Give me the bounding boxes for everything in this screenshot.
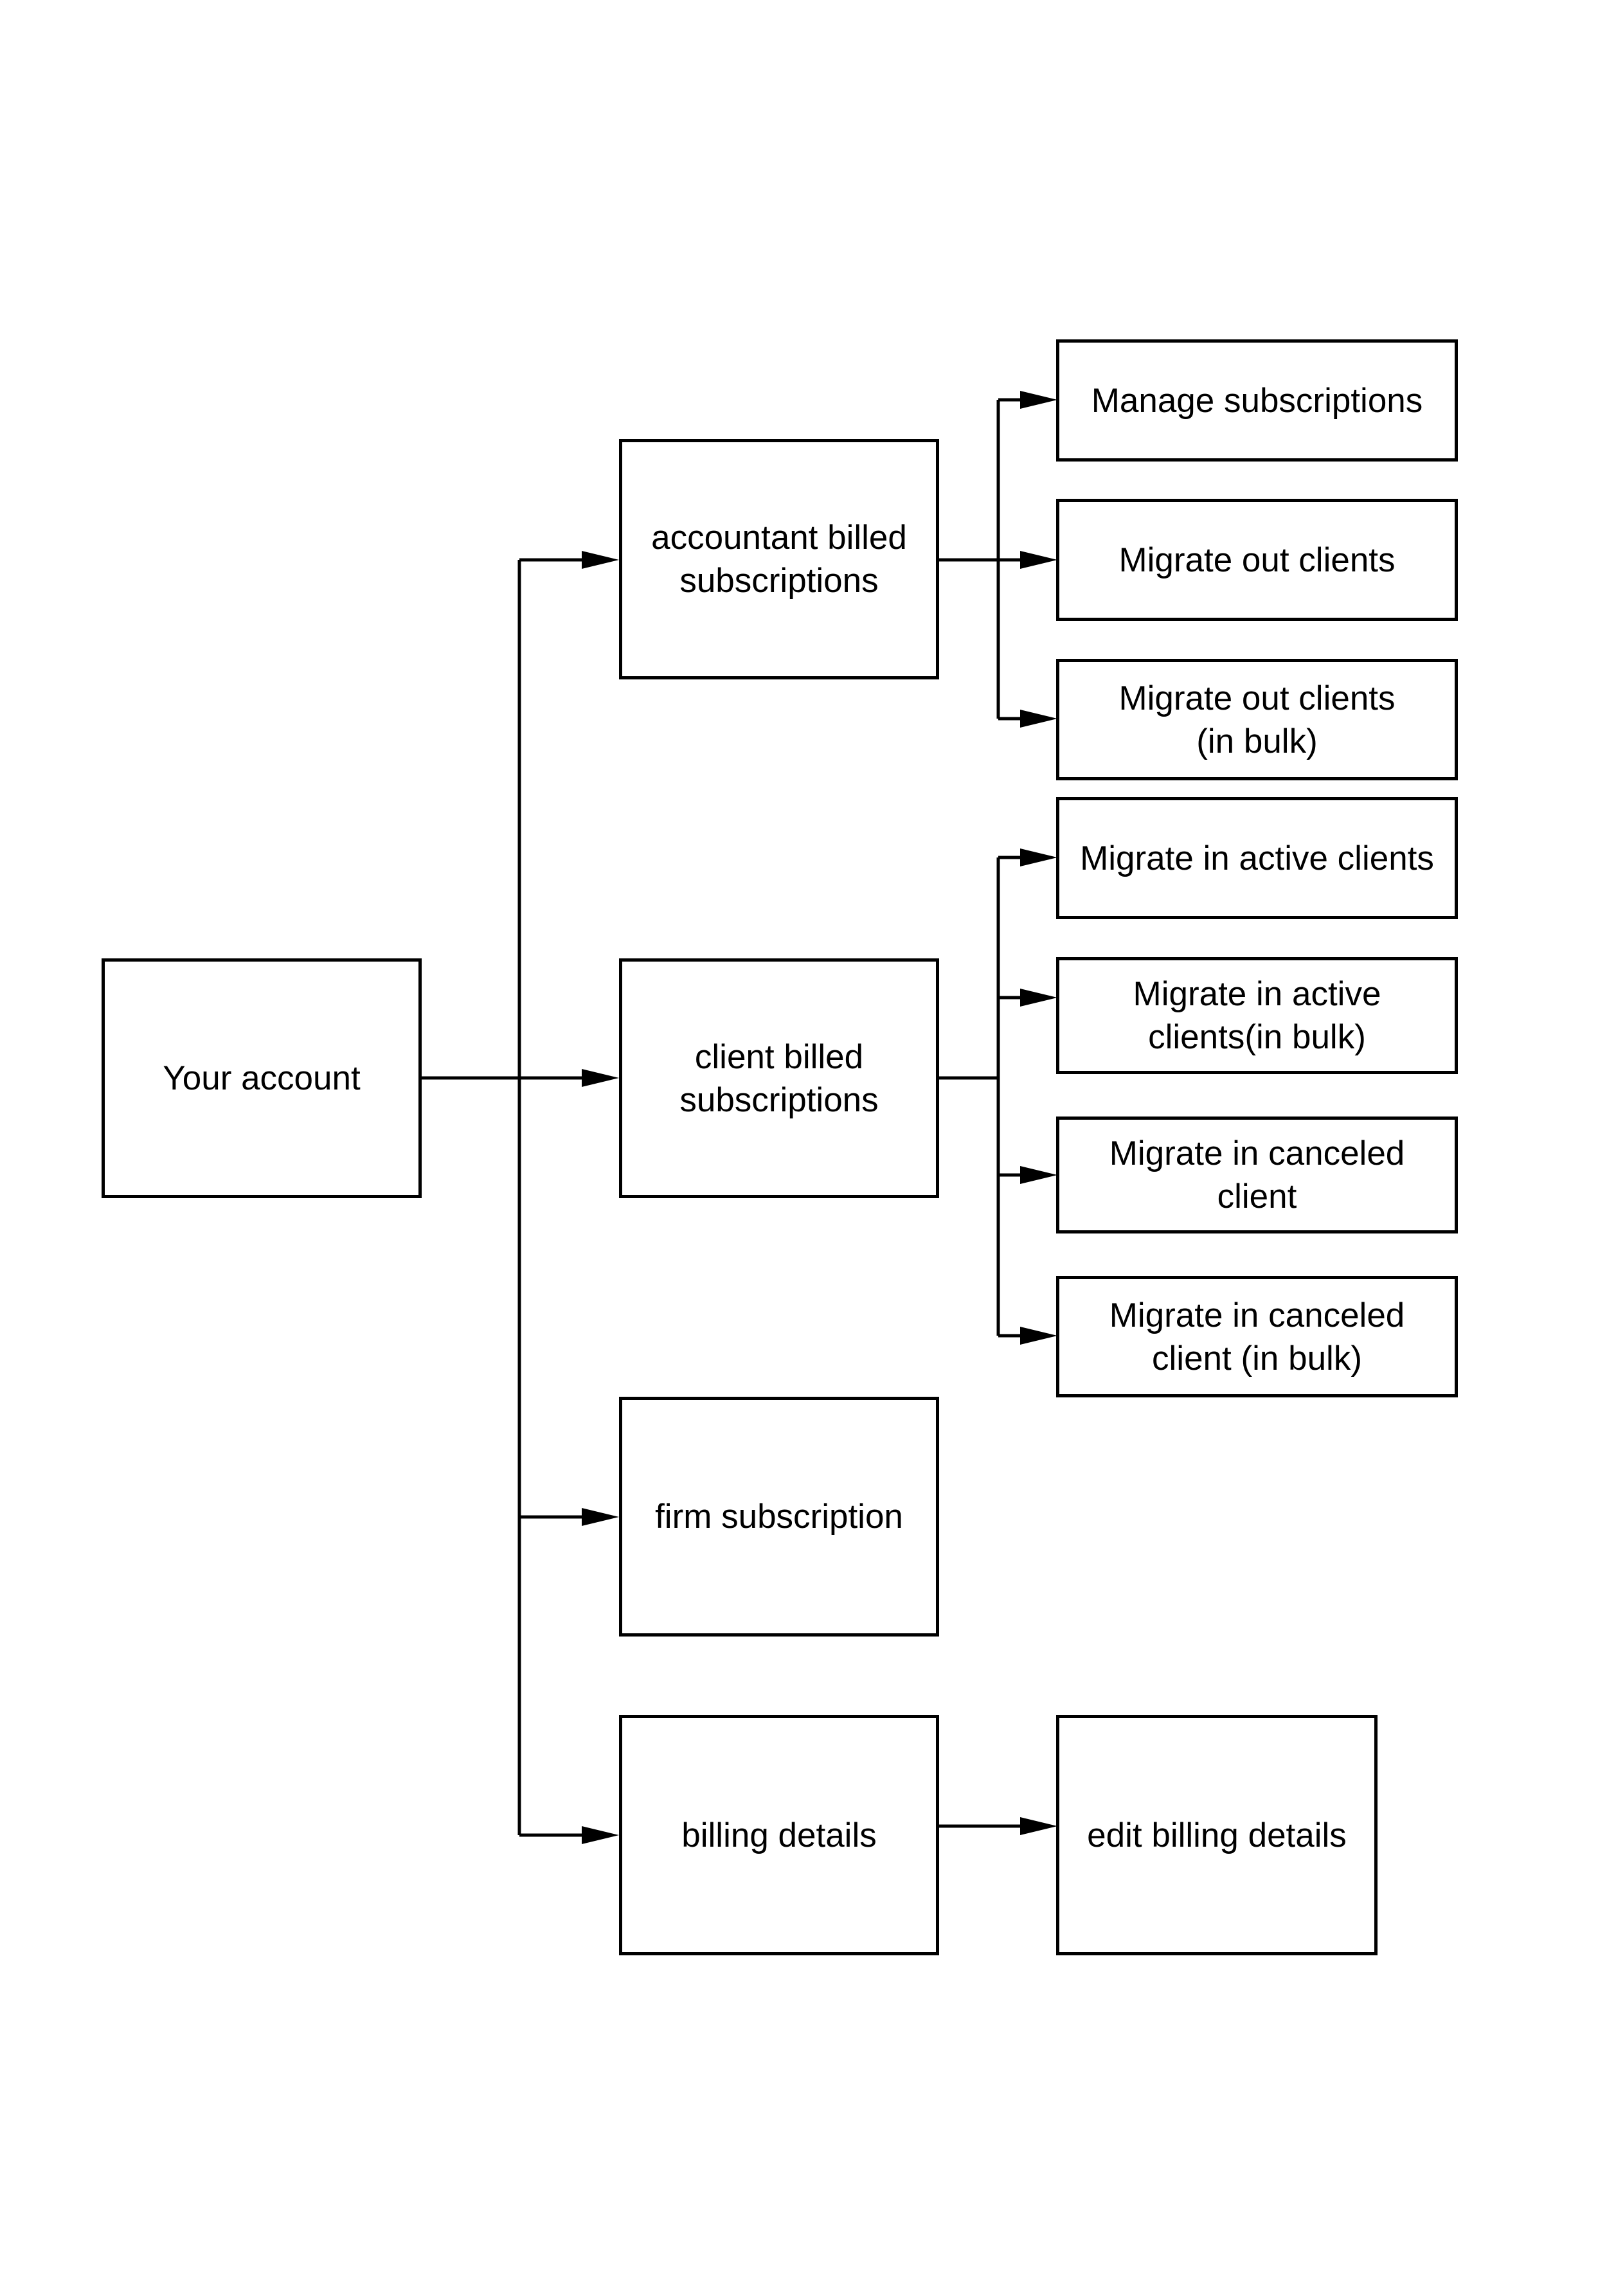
arrowhead-firm-subscription	[582, 1508, 619, 1526]
node-billing-details: billing details	[619, 1715, 939, 1955]
node-migrate-in-active-clients: Migrate in active clients	[1056, 797, 1458, 919]
arrowhead-accountant-billed	[582, 551, 619, 569]
node-accountant-billed-subscriptions: accountant billed subscriptions	[619, 439, 939, 679]
node-migrate-in-active-clients-label: Migrate in active clients	[1080, 839, 1434, 877]
arrowhead-migrate-out-clients	[1020, 551, 1057, 569]
arrowhead-migrate-in-canceled-bulk	[1020, 1327, 1057, 1345]
node-migrate-in-active-clients-bulk: Migrate in active clients(in bulk)	[1056, 957, 1458, 1074]
node-manage-subscriptions-label: Manage subscriptions	[1091, 381, 1423, 420]
node-migrate-in-canceled-client-bulk: Migrate in canceled client (in bulk)	[1056, 1276, 1458, 1397]
arrowhead-client-billed	[582, 1069, 619, 1087]
node-billing-details-label: billing details	[681, 1816, 877, 1854]
node-migrate-out-clients-label: Migrate out clients	[1118, 541, 1396, 579]
node-firm-subscription-label: firm subscription	[655, 1498, 903, 1536]
node-migrate-in-canceled-client: Migrate in canceled client	[1056, 1117, 1458, 1233]
node-manage-subscriptions: Manage subscriptions	[1056, 339, 1458, 462]
arrowhead-migrate-in-canceled	[1020, 1166, 1057, 1184]
node-your-account: Your account	[102, 958, 422, 1198]
arrowhead-migrate-out-clients-bulk	[1020, 710, 1057, 728]
arrowhead-migrate-in-active-bulk	[1020, 989, 1057, 1007]
node-edit-billing-details: edit billing details	[1056, 1715, 1378, 1955]
arrowhead-edit-billing-details	[1020, 1817, 1057, 1835]
node-migrate-out-clients: Migrate out clients	[1056, 499, 1458, 621]
node-accountant-billed-subscriptions-label: accountant billed subscriptions	[651, 519, 907, 600]
node-your-account-label: Your account	[163, 1059, 361, 1097]
node-migrate-in-canceled-client-bulk-label: Migrate in canceled client (in bulk)	[1109, 1296, 1405, 1377]
node-migrate-out-clients-bulk-label: Migrate out clients (in bulk)	[1118, 679, 1396, 760]
arrowhead-manage-subscriptions	[1020, 391, 1057, 409]
node-edit-billing-details-label: edit billing details	[1087, 1816, 1347, 1854]
arrowhead-billing-details	[582, 1826, 619, 1844]
node-client-billed-subscriptions: client billed subscriptions	[619, 958, 939, 1198]
node-migrate-out-clients-bulk: Migrate out clients (in bulk)	[1056, 659, 1458, 780]
arrowhead-migrate-in-active	[1020, 848, 1057, 866]
node-migrate-in-active-clients-bulk-label: Migrate in active clients(in bulk)	[1133, 975, 1381, 1056]
node-migrate-in-canceled-client-label: Migrate in canceled client	[1109, 1135, 1405, 1215]
node-client-billed-subscriptions-label: client billed subscriptions	[679, 1037, 879, 1119]
node-firm-subscription: firm subscription	[619, 1397, 939, 1637]
